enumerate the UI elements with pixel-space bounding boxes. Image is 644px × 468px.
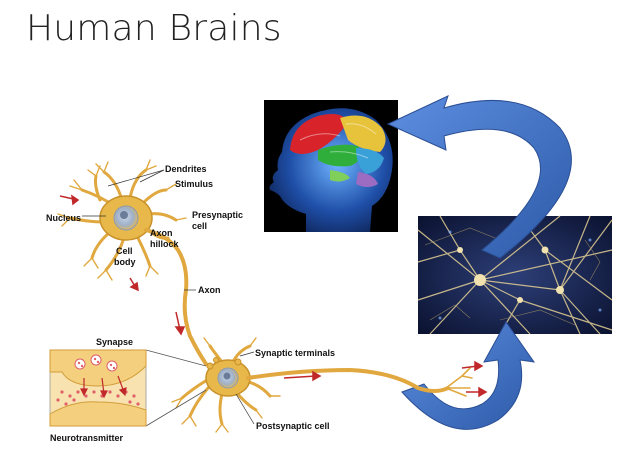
label-synapse: Synapse [96,337,133,347]
leader-lines [82,169,255,425]
postsynaptic-neuron [171,337,473,433]
label-neurotransmitter: Neurotransmitter [50,433,124,443]
label-synaptic-terminals: Synaptic terminals [255,348,335,358]
neural-network-image [417,215,613,335]
label-cell-body-1: Cell [116,246,133,256]
label-presynaptic-2: cell [192,221,207,231]
slide-title: Human Brains [26,8,282,49]
label-nucleus: Nucleus [46,213,81,223]
brain-image [264,100,398,232]
label-presynaptic-1: Presynaptic [192,210,243,220]
label-axon: Axon [198,285,221,295]
label-postsynaptic-cell: Postsynaptic cell [256,421,330,431]
label-stimulus: Stimulus [175,179,213,189]
label-dendrites: Dendrites [165,164,207,174]
label-axon-hillock-2: hillock [150,239,180,249]
presynaptic-neuron [57,159,208,366]
curved-arrow-to-brain-icon [386,95,572,259]
curved-arrow-to-network-icon [401,321,536,430]
signal-direction-arrows [59,194,488,398]
label-cell-body-2: body [114,257,136,267]
label-axon-hillock-1: Axon [150,228,173,238]
synapse-inset [49,349,207,427]
